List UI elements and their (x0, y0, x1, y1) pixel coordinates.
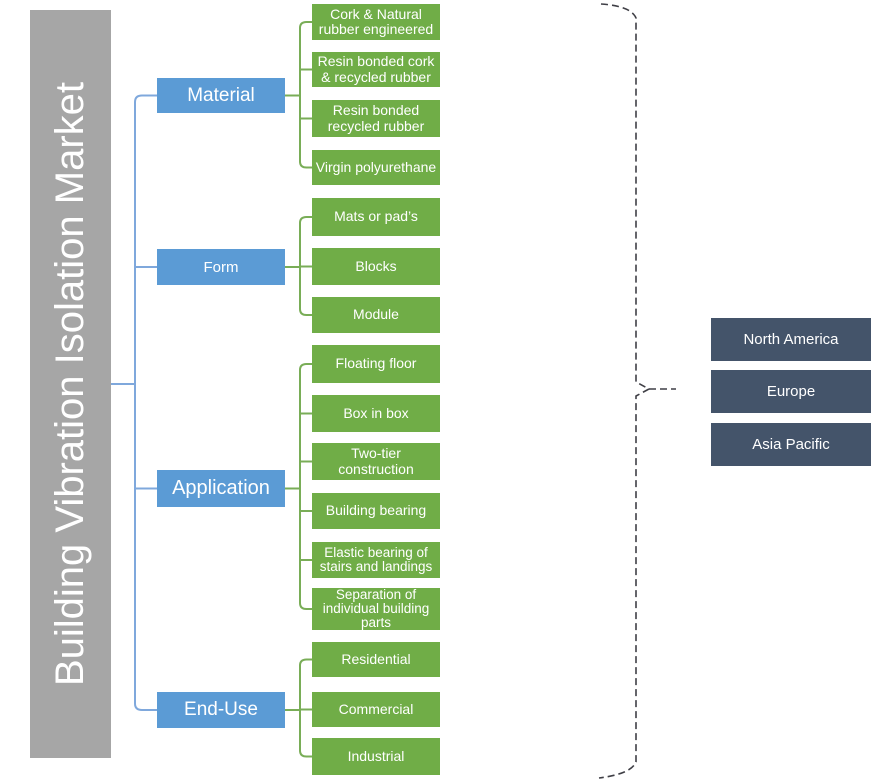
region-label: Europe (766, 383, 816, 400)
category-box-material: Material (157, 78, 285, 113)
leaf-label: Floating floor (335, 355, 417, 372)
leaf-box-module: Module (312, 297, 440, 333)
leaf-label: Separation of individual building parts (322, 586, 430, 631)
blue-tree-connectors (111, 94, 157, 711)
leaf-label: Industrial (347, 747, 405, 764)
leaf-label: Commercial (338, 700, 414, 717)
region-label: Asia Pacific (752, 436, 830, 453)
leaf-box-virgin-polyurethane: Virgin polyurethane (312, 150, 440, 185)
leaf-label: Box in box (343, 404, 409, 421)
green-tree-connectors (285, 21, 312, 758)
leaf-box-mats-or-pads: Mats or pad’s (312, 198, 440, 236)
region-box-asia-pacific: Asia Pacific (711, 423, 871, 466)
dashed-brace (598, 3, 676, 779)
leaf-box-building-bearing: Building bearing (312, 493, 440, 529)
leaf-label: Two-tier construction (338, 445, 414, 477)
leaf-label: Cork & Natural rubber engineered (318, 5, 434, 37)
leaf-label: Mats or pad’s (334, 208, 418, 225)
leaf-box-separation-building-parts: Separation of individual building parts (312, 586, 440, 631)
leaf-label: Virgin polyurethane (315, 158, 437, 175)
category-box-form: Form (157, 249, 285, 285)
region-box-europe: Europe (711, 370, 871, 413)
leaf-label: Resin bonded recycled rubber (327, 102, 425, 134)
leaf-label: Residential (341, 650, 411, 667)
leaf-box-residential: Residential (312, 642, 440, 677)
region-box-north-america: North America (711, 318, 871, 361)
leaf-label: Elastic bearing of stairs and landings (319, 544, 433, 574)
leaf-box-blocks: Blocks (312, 248, 440, 285)
leaf-label: Blocks (355, 257, 397, 274)
leaf-box-industrial: Industrial (312, 738, 440, 775)
diagram-title: Building Vibration Isolation Market (48, 81, 92, 687)
leaf-label: Module (353, 306, 399, 323)
leaf-box-two-tier-construction: Two-tier construction (312, 443, 440, 480)
leaf-box-resin-bonded-recycled: Resin bonded recycled rubber (312, 100, 440, 137)
category-box-application: Application (157, 470, 285, 507)
title-banner: Building Vibration Isolation Market (30, 10, 111, 758)
leaf-box-resin-bonded-cork: Resin bonded cork & recycled rubber (312, 52, 440, 87)
category-label: Material (187, 84, 255, 106)
leaf-label: Building bearing (325, 502, 427, 519)
leaf-label: Resin bonded cork & recycled rubber (317, 53, 435, 85)
leaf-box-cork-natural-rubber: Cork & Natural rubber engineered (312, 4, 440, 40)
region-label: North America (743, 331, 839, 348)
category-label: Form (203, 258, 239, 276)
leaf-box-floating-floor: Floating floor (312, 345, 440, 383)
leaf-box-box-in-box: Box in box (312, 395, 440, 432)
category-box-end-use: End-Use (157, 692, 285, 728)
leaf-box-commercial: Commercial (312, 692, 440, 727)
category-label: Application (172, 477, 270, 499)
category-label: End-Use (184, 699, 258, 720)
leaf-box-elastic-bearing: Elastic bearing of stairs and landings (312, 542, 440, 578)
